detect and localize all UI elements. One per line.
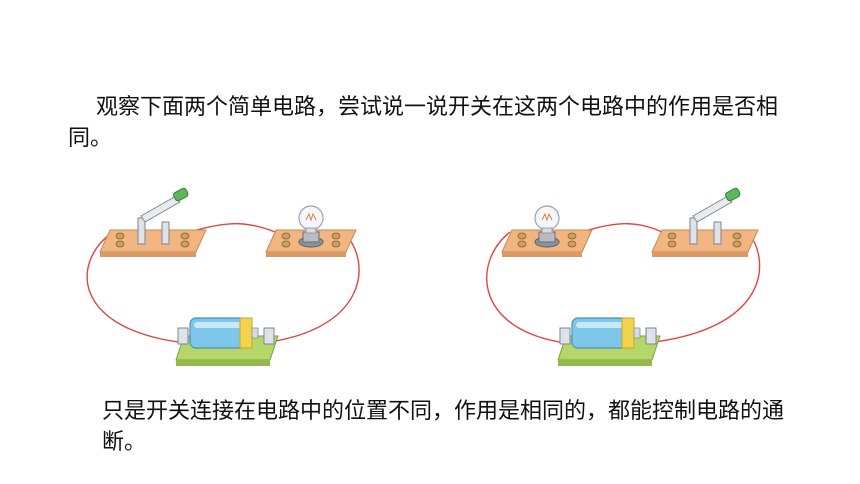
right-battery <box>557 317 661 367</box>
question-text: 观察下面两个简单电路，尝试说一说开关在这两个电路中的作用是否相同。 <box>68 95 779 151</box>
right-bulb <box>501 205 593 258</box>
answer-text: 只是开关连接在电路中的位置不同，作用是相同的，都能控制电路的通断。 <box>102 399 785 455</box>
right-switch <box>651 186 759 258</box>
left-battery <box>175 317 279 367</box>
left-switch <box>99 186 207 258</box>
left-bulb <box>265 205 357 258</box>
